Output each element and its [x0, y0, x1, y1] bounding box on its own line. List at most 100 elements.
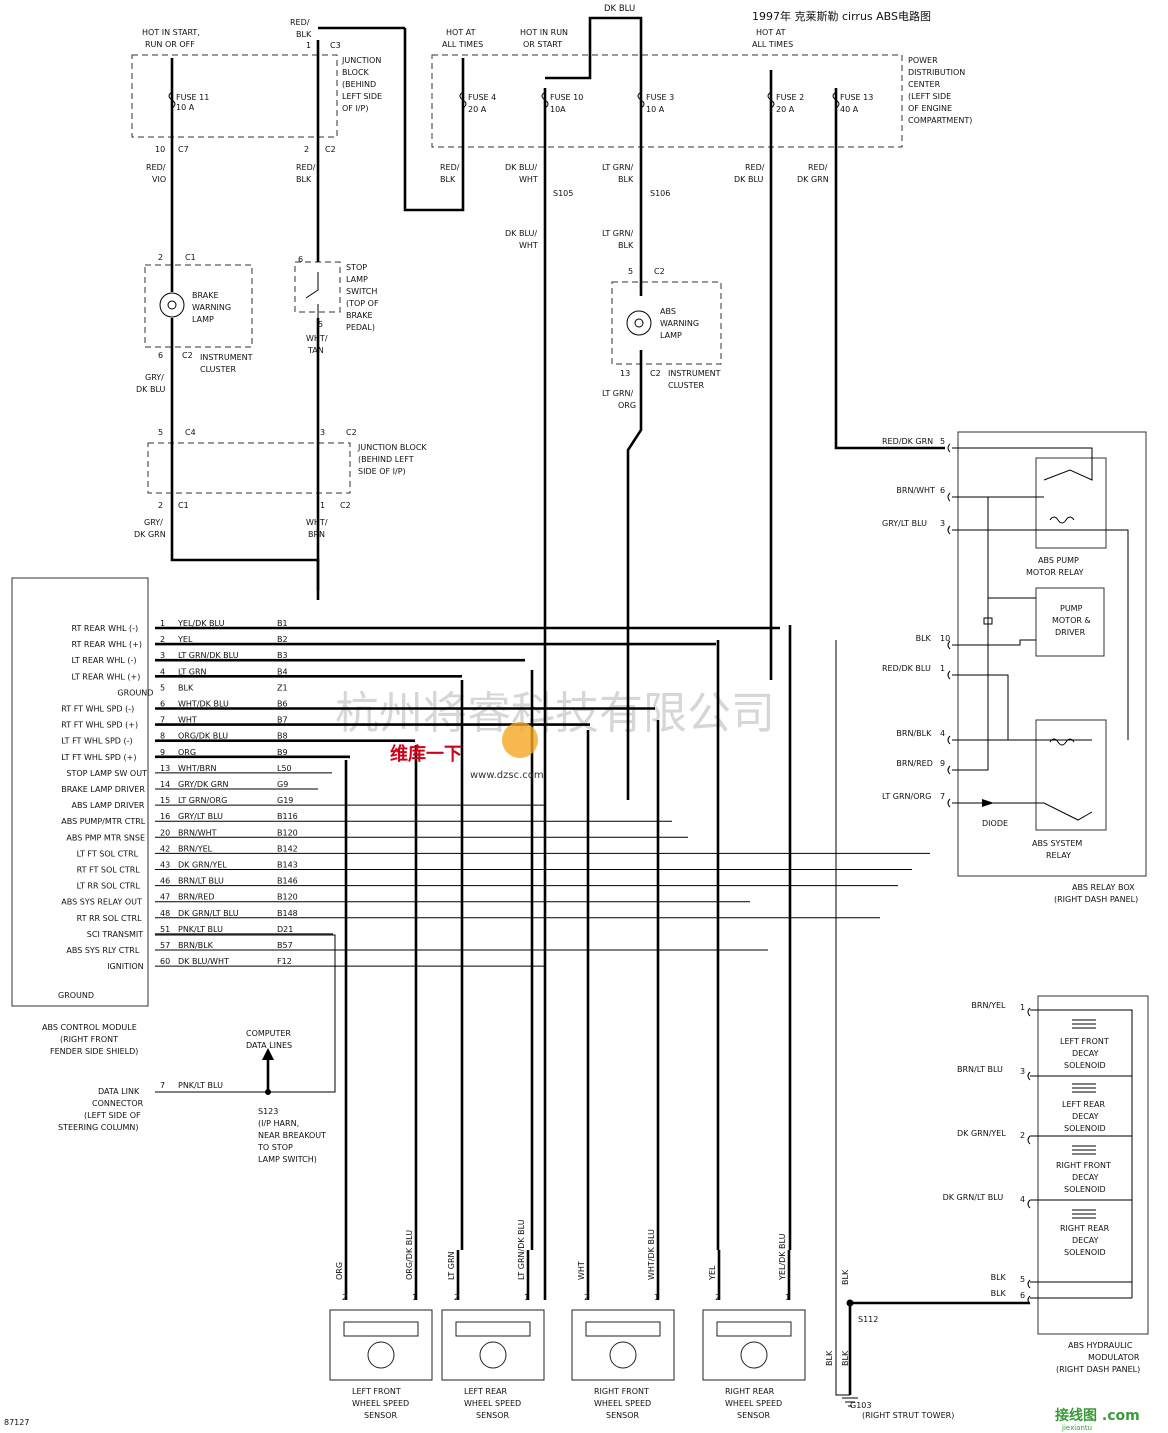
pump-motor-1: PUMP [1060, 604, 1083, 613]
abs-ic-2: CLUSTER [668, 381, 705, 390]
module-pin-number: 15 [160, 796, 170, 805]
module-caption-2: (RIGHT FRONT [60, 1035, 118, 1044]
fuse-4-rating: 20 A [468, 105, 487, 114]
red-blk-3a: RED/ [440, 163, 460, 172]
diode-label: DIODE [982, 819, 1008, 828]
red-dkgrn-a: RED/ [808, 163, 828, 172]
jb-line-2: BLOCK [342, 68, 370, 77]
sensor-coil-icon [479, 1341, 507, 1369]
c2b-pin: 3 [320, 428, 325, 437]
fuse-10-rating: 10A [550, 105, 566, 114]
sensor-pin-2: 2 [715, 1293, 720, 1302]
hot-at-all-times-label-2: ALL TIMES [442, 40, 483, 49]
capacitor-icon [983, 617, 993, 625]
dlc-pin: 7 [160, 1081, 165, 1090]
abs-system-relay [1035, 719, 1107, 831]
pdc-line-1: POWER [908, 56, 938, 65]
comp-data-1: COMPUTER [246, 1029, 291, 1038]
sys-relay-2: RELAY [1046, 851, 1071, 860]
s105-label: S105 [553, 189, 573, 198]
module-pin-name: RT RR SOL CTRL [77, 914, 142, 923]
lamp-symbols [159, 272, 652, 336]
sensor-wire-2-label: ORG [335, 1262, 344, 1280]
relay-int-1 [952, 674, 1092, 741]
c3-label: C3 [330, 41, 341, 50]
sensor-wire-2-label: LT GRN [447, 1251, 456, 1280]
sensor-winding-icon [716, 1321, 792, 1337]
module-pin-number: 42 [160, 844, 170, 853]
sys-relay-1: ABS SYSTEM [1032, 839, 1082, 848]
jb-line-1: JUNCTION [341, 56, 381, 65]
hcu-pin-connector-icon [1027, 1135, 1031, 1145]
s123-note-3: TO STOP [257, 1143, 293, 1152]
relay-pin-wire: BLK [916, 634, 932, 643]
ltgrn-blk-1b: BLK [618, 175, 634, 184]
module-pin-wire: DK BLU/WHT [178, 957, 229, 966]
relay-pin-number: 6 [940, 486, 945, 495]
sol-gnd-wires [1030, 1010, 1133, 1299]
brake-lamp-2: WARNING [192, 303, 231, 312]
pump-motor-box [1035, 587, 1105, 657]
hcu-pin-number: 6 [1020, 1291, 1025, 1300]
c1b-pin: 2 [158, 501, 163, 510]
relay-box-1: ABS RELAY BOX [1072, 883, 1135, 892]
relay-pin-number: 9 [940, 759, 945, 768]
pump-relay-1: ABS PUMP [1038, 556, 1079, 565]
abs-lamp-3: LAMP [660, 331, 682, 340]
c3-pin: 1 [306, 41, 311, 50]
fuse-symbols [168, 91, 840, 109]
sensor-wire-1-label: YEL/DK BLU [778, 1233, 787, 1281]
abs-control-module-box [11, 577, 149, 1007]
relay-pin-wire: BRN/RED [896, 759, 933, 768]
hcu-pin-wire: DK GRN/LT BLU [943, 1193, 1004, 1202]
pump-motor-2: MOTOR & [1052, 616, 1091, 625]
wire-red-blk-loop [403, 28, 465, 212]
module-pin-name: ABS PMP MTR SNSE [66, 833, 145, 842]
red-vio-1: RED/ [146, 163, 166, 172]
fuse-4-name: FUSE 4 [468, 93, 496, 102]
sensor-pin-2: 2 [584, 1293, 589, 1302]
sw-pin-6: 6 [298, 255, 303, 264]
c1-label: C1 [185, 253, 196, 262]
pdc-line-4: (LEFT SIDE [908, 92, 951, 101]
sol-rr-1: RIGHT REAR [1060, 1224, 1110, 1233]
sol-lf-icon [1072, 1019, 1096, 1029]
instrument-2: CLUSTER [200, 365, 237, 374]
module-pin-circuit: B120 [277, 828, 298, 837]
ltgrn-org-a: LT GRN/ [602, 389, 634, 398]
wht-tan-b: TAN [307, 346, 324, 355]
c2-label: C2 [325, 145, 336, 154]
hcu-pin-number: 3 [1020, 1067, 1025, 1076]
sls-3: SWITCH [346, 287, 377, 296]
ltgrn-org-b: ORG [618, 401, 636, 410]
relay-int-bus [952, 497, 1036, 771]
hcu-pin-wire: BLK [991, 1289, 1007, 1298]
sol-lr-1: LEFT REAR [1062, 1100, 1105, 1109]
dlc-2: CONNECTOR [92, 1099, 144, 1108]
sensor-pin-1: 1 [654, 1293, 659, 1302]
jb-line-3: (BEHIND [342, 80, 376, 89]
module-pin-circuit: G9 [277, 780, 288, 789]
module-pin-circuit: Z1 [277, 683, 288, 692]
sol-rr-3: SOLENOID [1064, 1248, 1106, 1257]
module-pin-wire: LT GRN [178, 667, 207, 676]
abs-lamp-filament-icon [634, 318, 644, 328]
module-pin-name: GROUND [117, 688, 153, 697]
sls-5: BRAKE [346, 311, 373, 320]
stop-switch-icon [305, 272, 319, 318]
sensor-name-2: WHEEL SPEED [352, 1399, 409, 1408]
module-pin-name: LT FT WHL SPD (-) [61, 737, 132, 746]
module-pin-name: LT FT WHL SPD (+) [61, 753, 136, 762]
module-pin-wire: BRN/YEL [178, 844, 213, 853]
s106-label: S106 [650, 189, 670, 198]
gry-dkgrn-b: DK GRN [134, 530, 166, 539]
sensor-name-3: SENSOR [737, 1411, 770, 1420]
wheel-speed-sensor [571, 1309, 675, 1381]
fuse-10-name: FUSE 10 [550, 93, 583, 102]
c2d-pin: 5 [628, 267, 633, 276]
jb-line-4: LEFT SIDE [342, 92, 382, 101]
module-ground-label: GROUND [58, 991, 94, 1000]
wht-brn-b: BRN [308, 530, 325, 539]
